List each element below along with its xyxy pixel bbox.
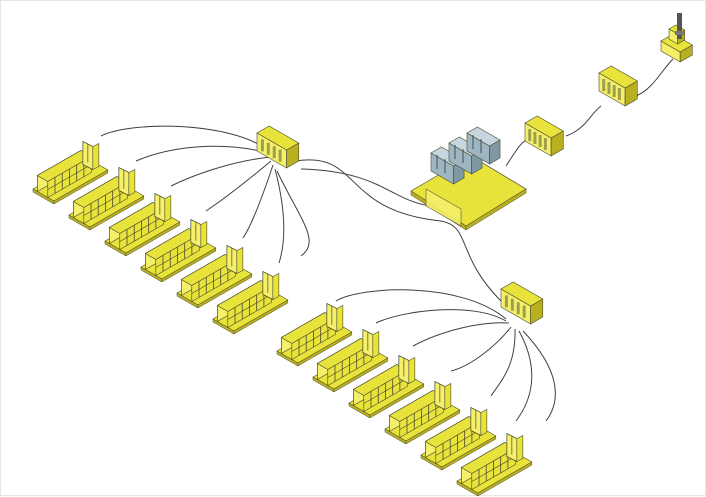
riser-icon [677, 13, 682, 39]
cable-hub-link [295, 159, 502, 302]
pump-skid-lower-6 [456, 432, 533, 497]
cable-lower-6 [515, 330, 533, 422]
pump-skid-upper-1 [32, 140, 109, 205]
equipment-layer [32, 13, 693, 497]
cable-upper-2 [135, 145, 270, 162]
pump-skid-lower-1 [276, 302, 353, 367]
cable-lower-3 [412, 322, 510, 347]
pump-skid-lower-2 [312, 328, 389, 393]
cable-upper-7 [276, 170, 310, 257]
surface-unit [660, 13, 693, 63]
cable-upper-5 [242, 164, 274, 239]
pump-skid-lower-4 [384, 380, 461, 445]
central-module-3 [466, 126, 501, 165]
cable-lower-1 [335, 289, 507, 320]
cable-central-relay1 [505, 138, 530, 167]
cable-lower-7 [522, 330, 556, 422]
cable-relay2-top [635, 58, 674, 97]
relay-module-1 [524, 115, 564, 157]
cable-hub-central [300, 168, 432, 207]
pump-skid-lower-3 [348, 354, 425, 419]
relay-module-2 [598, 65, 638, 107]
pump-skid-upper-6 [212, 270, 289, 335]
cable-upper-6 [274, 168, 285, 264]
cable-lower-2 [375, 309, 507, 324]
distribution-hub-lower [500, 281, 544, 325]
pump-skid-upper-4 [140, 218, 217, 283]
cable-lower-4 [450, 326, 512, 372]
umbilical-cables [100, 58, 674, 422]
pump-skid-upper-5 [176, 244, 253, 309]
pump-skid-lower-5 [420, 406, 497, 471]
central-manifold [410, 126, 527, 231]
distribution-hub-upper [256, 125, 300, 169]
cable-upper-1 [100, 125, 270, 152]
cable-upper-4 [205, 160, 272, 212]
pump-skid-upper-3 [104, 192, 181, 257]
cable-lower-5 [490, 328, 516, 397]
cable-upper-3 [170, 156, 272, 187]
cable-relay1-relay2 [565, 105, 602, 137]
pump-skid-upper-2 [68, 166, 145, 231]
